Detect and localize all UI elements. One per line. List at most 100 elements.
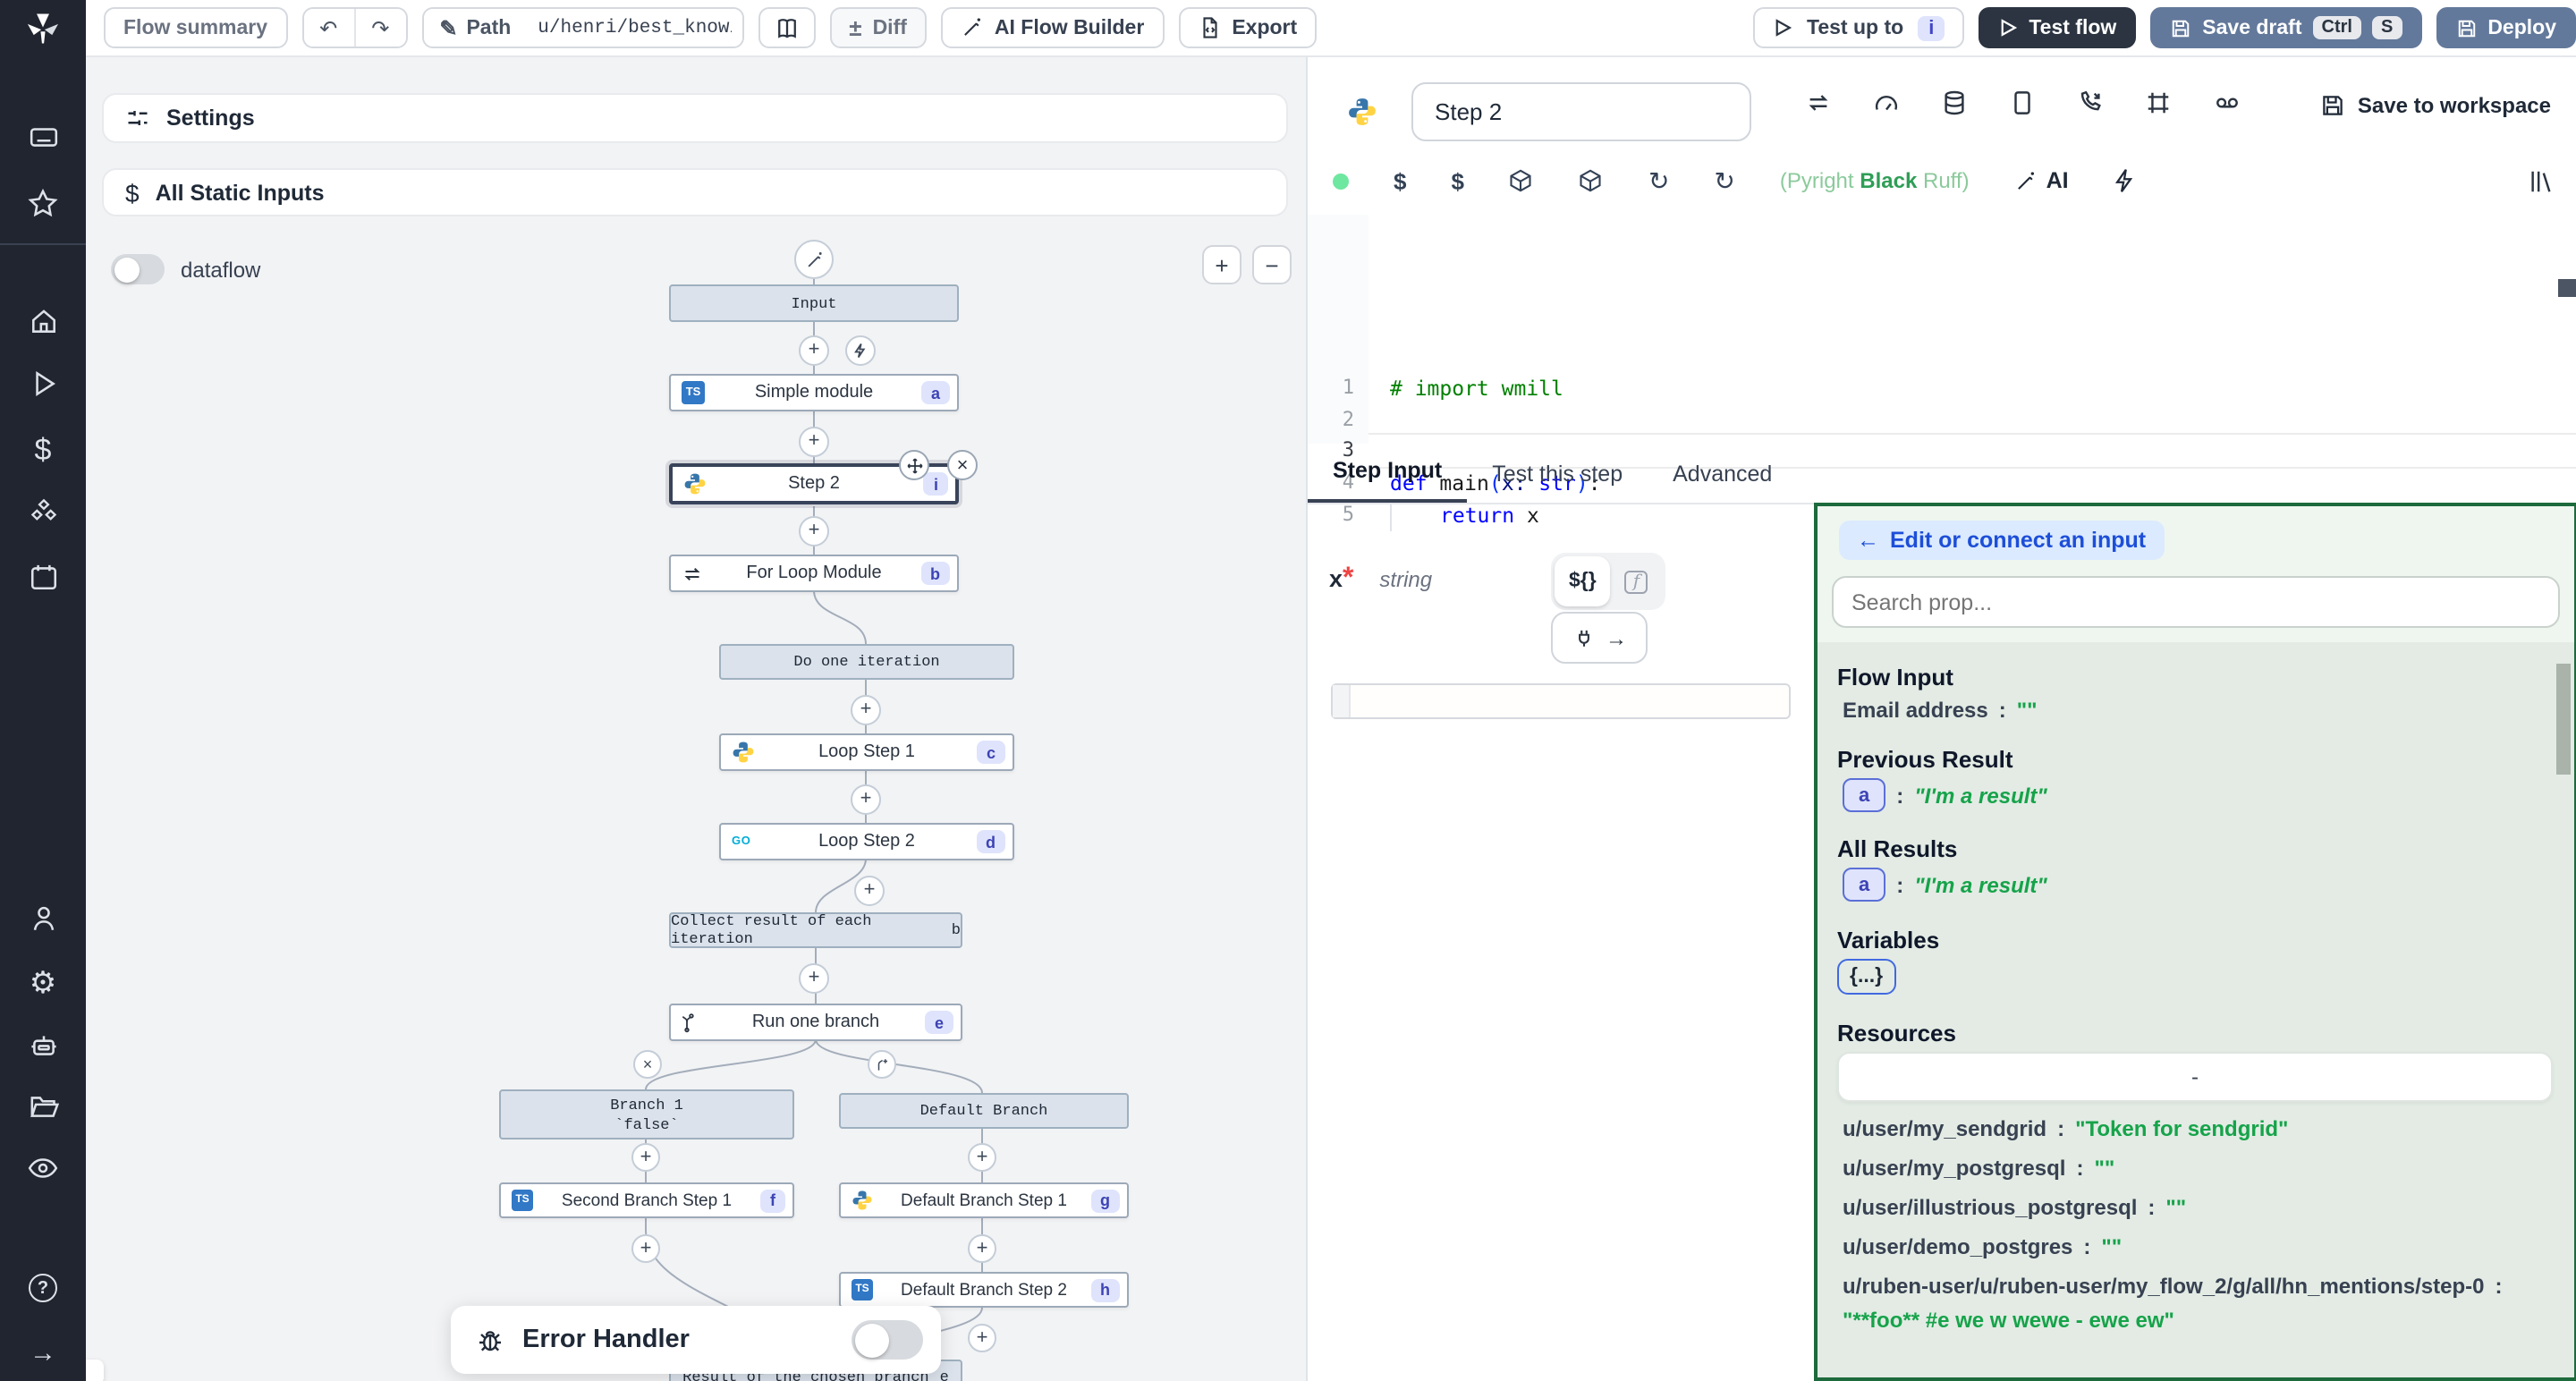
cache-toggle-button[interactable] [1805, 89, 1832, 116]
add-step-button[interactable]: + [968, 1324, 996, 1352]
node-default-branch-step2[interactable]: TS Default Branch Step 2 h [839, 1272, 1129, 1308]
add-step-button[interactable]: + [854, 876, 885, 906]
test-bolt-button[interactable] [2114, 168, 2137, 193]
node-loop-step1[interactable]: Loop Step 1 c [719, 733, 1014, 771]
node-input[interactable]: Input [669, 284, 959, 322]
edit-or-connect-pill[interactable]: ← Edit or connect an input [1839, 521, 2164, 560]
sidebar-item-resources[interactable] [0, 497, 86, 528]
resources-empty-box[interactable]: - [1837, 1052, 2553, 1102]
resource-row[interactable]: u/user/my_sendgrid:"Token for sendgrid" [1843, 1116, 2553, 1141]
mobile-view-button[interactable] [2009, 89, 2036, 116]
suspend-button[interactable] [2077, 89, 2104, 116]
expr-mode-option[interactable]: ${} [1555, 556, 1611, 606]
sidebar-item-folders[interactable] [0, 1091, 86, 1122]
fn-mode-option[interactable]: f [1611, 556, 1662, 606]
code-assistants[interactable]: (Pyright Black Ruff) [1780, 168, 1970, 193]
windmill-logo[interactable] [0, 0, 86, 57]
sidebar-item-help[interactable]: ? [0, 1274, 86, 1302]
ai-gen-button[interactable]: AI [2014, 168, 2069, 193]
delete-step-button[interactable]: × [947, 450, 978, 480]
error-handler-toggle[interactable] [852, 1320, 923, 1360]
node-default-branch-step1[interactable]: Default Branch Step 1 g [839, 1182, 1129, 1218]
add-step-button[interactable]: + [968, 1234, 996, 1263]
sidebar-item-home[interactable] [0, 306, 86, 336]
add-step-button[interactable]: + [968, 1143, 996, 1172]
node-do-one-iteration[interactable]: Do one iteration [719, 644, 1014, 680]
tab-advanced[interactable]: Advanced [1648, 462, 1797, 503]
ai-step-suggest-button[interactable] [794, 240, 834, 279]
prop-picker-scrollbar[interactable] [2556, 664, 2571, 775]
move-step-button[interactable] [899, 450, 929, 480]
save-draft-button[interactable]: Save draft Ctrl S [2150, 7, 2421, 48]
variables-expand-button[interactable]: {...} [1837, 959, 1895, 995]
add-step-button[interactable]: + [851, 695, 881, 725]
add-step-button[interactable]: + [799, 516, 829, 546]
sidebar-item-workers[interactable] [0, 1030, 86, 1061]
node-collect-result[interactable]: Collect result of each iteration b [669, 912, 962, 948]
add-step-button[interactable]: + [631, 1143, 660, 1172]
tab-step-input[interactable]: Step Input [1308, 458, 1467, 503]
add-step-button[interactable]: + [799, 963, 829, 994]
resource-add-button[interactable] [1579, 168, 1604, 193]
connect-input-button[interactable]: → [1551, 612, 1648, 664]
flow-summary-button[interactable]: Flow summary [104, 7, 287, 48]
tab-test-this-step[interactable]: Test this step [1467, 462, 1648, 503]
previous-result-row[interactable]: a :"I'm a result" [1843, 778, 2553, 812]
add-step-button[interactable]: + [799, 427, 829, 457]
sidebar-item-favorites[interactable] [0, 188, 86, 220]
library-icon[interactable] [2528, 168, 2555, 195]
editor-scrollbar[interactable] [2558, 279, 2576, 297]
node-branch1[interactable]: Branch 1 `false` [499, 1089, 794, 1140]
trigger-button[interactable] [845, 335, 876, 366]
step-id-badge[interactable]: a [1843, 868, 1885, 902]
test-up-to-button[interactable]: Test up to i [1753, 7, 1964, 48]
code-editor[interactable]: 1 2 3 4 5 # import wmill def main(x: str… [1308, 215, 2576, 444]
resource-row[interactable]: u/ruben-user/u/ruben-user/my_flow_2/g/al… [1843, 1274, 2553, 1333]
sidebar-item-variables[interactable]: $ [0, 433, 86, 469]
step-name-input[interactable] [1411, 82, 1751, 141]
undo-button[interactable]: ↶ [303, 9, 353, 47]
flow-canvas[interactable]: Settings $ All Static Inputs dataflow + … [86, 57, 1306, 1381]
deploy-button[interactable]: Deploy [2436, 7, 2576, 48]
variable-picker-button[interactable]: $ [1394, 167, 1406, 194]
ai-flow-builder-button[interactable]: AI Flow Builder [941, 7, 1164, 48]
node-loop-step2[interactable]: GO Loop Step 2 d [719, 823, 1014, 860]
resource-picker-button[interactable] [1509, 168, 1534, 193]
node-second-branch-step1[interactable]: TS Second Branch Step 1 f [499, 1182, 794, 1218]
resource-row[interactable]: u/user/illustrious_postgresql:"" [1843, 1195, 2553, 1220]
add-branch-button[interactable] [868, 1050, 896, 1079]
resource-row[interactable]: u/user/my_postgresql:"" [1843, 1156, 2553, 1181]
sidebar-item-runs[interactable] [0, 369, 86, 399]
add-step-button[interactable]: + [851, 784, 881, 815]
arg-value-input[interactable] [1331, 683, 1791, 719]
node-for-loop[interactable]: For Loop Module b [669, 555, 959, 592]
search-prop-input[interactable] [1832, 576, 2560, 628]
redo-button[interactable]: ↷ [353, 9, 405, 47]
docs-button[interactable] [758, 7, 815, 48]
sidebar-item-settings[interactable]: ⚙ [0, 966, 86, 1002]
mock-button[interactable] [2213, 89, 2241, 116]
reload-button[interactable]: ↻ [1714, 165, 1734, 196]
sleep-button[interactable] [2145, 89, 2172, 116]
path-button[interactable]: ✎ Path [423, 9, 527, 47]
diff-button[interactable]: ± Diff [829, 7, 927, 48]
save-to-workspace[interactable]: Save to workspace [2320, 93, 2551, 118]
sidebar-collapse-toggle[interactable]: → [0, 1338, 86, 1368]
export-button[interactable]: Export [1178, 7, 1317, 48]
all-results-row[interactable]: a :"I'm a result" [1843, 868, 2553, 902]
concurrency-button[interactable] [1873, 89, 1900, 116]
node-default-branch[interactable]: Default Branch [839, 1093, 1129, 1129]
add-step-button[interactable]: + [631, 1234, 660, 1263]
step-id-badge[interactable]: a [1843, 778, 1885, 812]
path-input[interactable] [527, 9, 741, 47]
sidebar-item-audit-logs[interactable] [0, 1152, 86, 1184]
variable-add-button[interactable]: $ [1451, 167, 1463, 194]
remove-branch-button[interactable]: × [633, 1050, 662, 1079]
resource-row[interactable]: u/user/demo_postgres:"" [1843, 1234, 2553, 1259]
add-step-button[interactable]: + [799, 335, 829, 366]
node-simple-module[interactable]: TS Simple module a [669, 374, 959, 411]
sidebar-item-schedules[interactable] [0, 562, 86, 592]
test-flow-button[interactable]: Test flow [1979, 7, 2136, 48]
node-run-one-branch[interactable]: Run one branch e [669, 1004, 962, 1041]
sidebar-item-users[interactable] [0, 903, 86, 934]
